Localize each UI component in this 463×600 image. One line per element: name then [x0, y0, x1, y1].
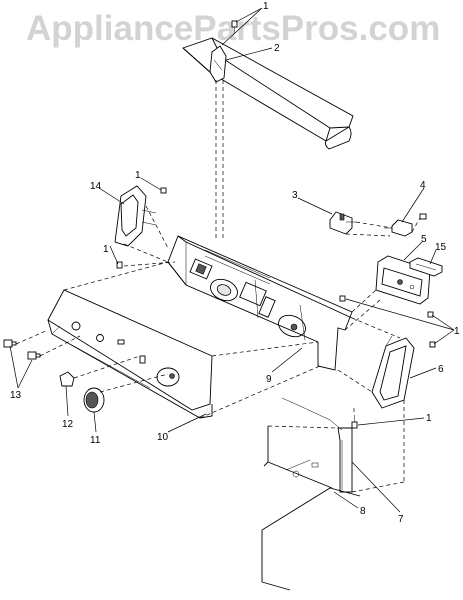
callout-1: 1	[103, 244, 109, 255]
part-7-lower-bracket[interactable]	[281, 397, 353, 493]
part-9-control-panel-frame[interactable]	[167, 235, 353, 371]
part-1-screw-top[interactable]	[231, 20, 238, 34]
callout-1: 1	[454, 326, 460, 337]
callouts: 1 2 1 14 3 4 5 15 1 1 6 1 9 13 12 11 10 …	[10, 1, 460, 525]
part-1-screw-left-lower[interactable]	[116, 261, 123, 269]
part-1-screw-left-upper[interactable]	[160, 187, 167, 194]
callout-14: 14	[90, 181, 102, 192]
callout-11: 11	[90, 435, 101, 446]
callout-10: 10	[157, 432, 169, 443]
part-8-cabinet-base[interactable]	[261, 426, 361, 591]
callout-5: 5	[421, 234, 427, 245]
part-6-end-bracket[interactable]	[371, 335, 415, 409]
callout-1: 1	[263, 1, 269, 12]
part-12-button[interactable]	[59, 371, 75, 387]
part-13-indicators[interactable]	[3, 339, 41, 360]
callout-12: 12	[62, 419, 74, 430]
part-10-console-panel[interactable]	[47, 289, 213, 419]
part-1-screws-right[interactable]	[339, 295, 436, 348]
callout-3: 3	[292, 190, 298, 201]
assembly-guides	[15, 205, 421, 493]
leader-lines	[9, 7, 455, 513]
part-2-top-trim[interactable]	[182, 37, 354, 150]
callout-13: 13	[10, 390, 22, 401]
callout-9: 9	[266, 374, 272, 385]
part-14-left-bracket[interactable]	[114, 185, 157, 247]
callout-1: 1	[135, 170, 141, 181]
part-1-screw-bottom-right[interactable]	[351, 415, 358, 429]
callout-1: 1	[426, 413, 432, 424]
part-15-bracket[interactable]	[409, 257, 443, 277]
part-3-switch[interactable]	[329, 211, 356, 235]
callout-8: 8	[360, 506, 366, 517]
callout-15: 15	[435, 242, 447, 253]
callout-7: 7	[398, 514, 404, 525]
callout-6: 6	[438, 364, 444, 375]
callout-2: 2	[274, 43, 280, 54]
site-watermark: AppliancePartsPros.com	[26, 9, 440, 48]
callout-4: 4	[420, 180, 426, 191]
part-11-knob[interactable]	[83, 387, 105, 413]
